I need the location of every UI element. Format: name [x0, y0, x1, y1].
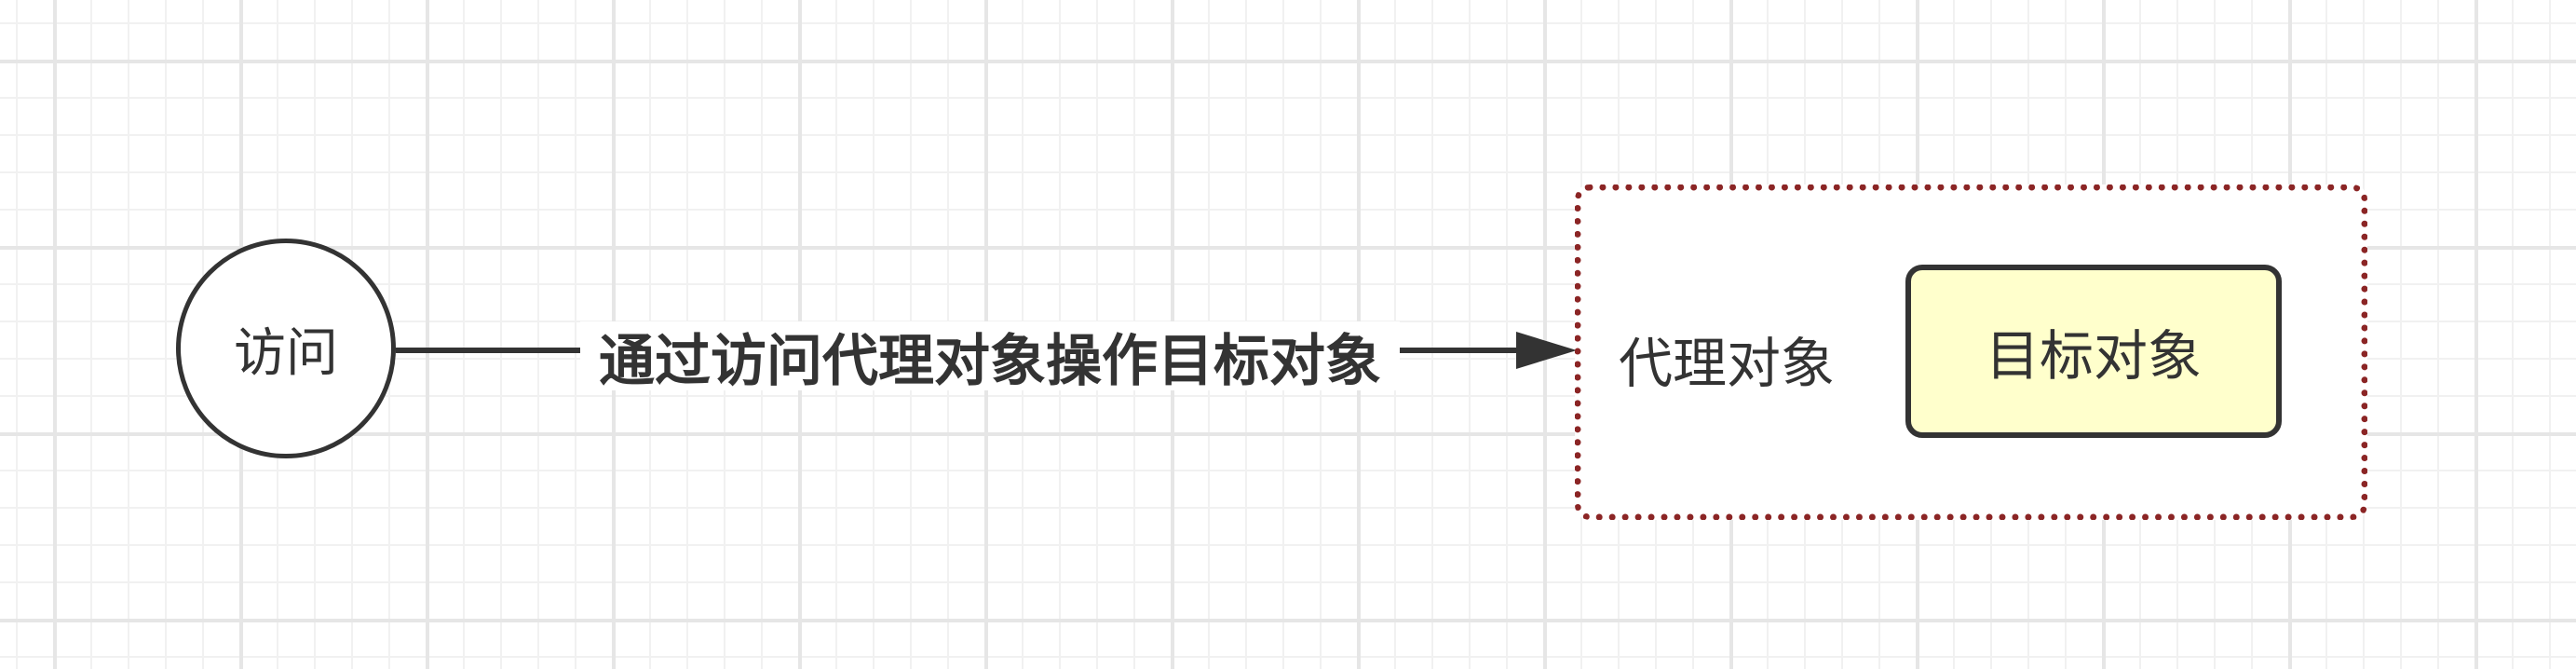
proxy-object-label: 代理对象	[1619, 332, 1836, 395]
start-node-circle[interactable]: 访问	[176, 239, 396, 458]
edge-label: 通过访问代理对象操作目标对象	[580, 321, 1400, 394]
target-object-label: 目标对象	[1985, 324, 2202, 388]
target-object-node[interactable]: 目标对象	[1905, 265, 2282, 438]
arrowhead	[1516, 332, 1577, 369]
start-node-label: 访问	[234, 322, 338, 384]
